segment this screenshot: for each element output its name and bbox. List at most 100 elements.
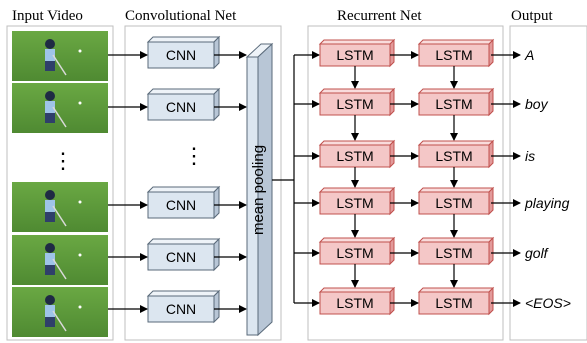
golf-ball: [78, 200, 82, 204]
lstm-side-face: [389, 286, 395, 316]
lstm-top-face: [417, 140, 495, 146]
cnn-side-face: [213, 185, 220, 220]
output-word: is: [525, 148, 535, 164]
lstm-cell: LSTM: [417, 186, 495, 216]
lstm-cell: LSTM: [417, 236, 495, 266]
grass-background: [12, 287, 108, 337]
cnn-front-face: [147, 243, 215, 271]
lstm-top-face: [318, 187, 396, 193]
mean-pooling-label: mean pooling: [250, 145, 267, 235]
grass-background: [12, 235, 108, 285]
child-pants: [45, 317, 55, 327]
cnn-label: CNN: [166, 47, 196, 63]
child-head: [45, 190, 55, 200]
lstm-cell: LSTM: [318, 87, 396, 117]
child-shirt: [45, 253, 55, 265]
child-head: [45, 243, 55, 253]
child-shirt: [45, 305, 55, 317]
lstm-cell: LSTM: [318, 236, 396, 266]
cnn-front-face: [147, 93, 215, 121]
cnn-label: CNN: [166, 197, 196, 213]
lstm-label: LSTM: [435, 148, 472, 164]
lstm-side-face: [488, 236, 494, 266]
child-shirt: [45, 200, 55, 212]
lstm-side-face: [389, 186, 395, 216]
grass-background: [12, 182, 108, 232]
output-word: golf: [525, 245, 550, 261]
golf-club: [52, 258, 67, 280]
lstm-side-face: [488, 286, 494, 316]
child-pants: [45, 113, 55, 123]
output-word: <EOS>: [525, 295, 571, 311]
lstm-top-face: [318, 140, 396, 146]
lstm-cell: LSTM: [417, 87, 495, 117]
header-input-video: Input Video: [12, 8, 83, 24]
lstm-label: LSTM: [336, 295, 373, 311]
lstm-cell: LSTM: [318, 186, 396, 216]
output-word: playing: [524, 195, 570, 211]
output-panel: [509, 25, 587, 341]
lstm-side-face: [389, 38, 395, 68]
cnn-top-face: [146, 290, 221, 297]
lstm-side-face: [389, 236, 395, 266]
lstm-cell: LSTM: [417, 139, 495, 169]
lstm-label: LSTM: [435, 245, 472, 261]
lstm-side-face: [488, 87, 494, 117]
cnn-column: CNN CNN CNN CNN CNN: [108, 35, 247, 324]
cnn-label: CNN: [166, 99, 196, 115]
lstm-top-face: [318, 237, 396, 243]
frames-ellipsis: ⋮: [52, 148, 74, 173]
lstm-side-face: [488, 139, 494, 169]
lstm-label: LSTM: [336, 195, 373, 211]
golf-ball: [78, 101, 82, 105]
lstm-side-face: [389, 139, 395, 169]
cnn-front-face: [147, 41, 215, 69]
lstm-front-face: [418, 291, 490, 315]
child-head: [45, 39, 55, 49]
child-shirt: [45, 49, 55, 61]
video-frame: [12, 31, 108, 81]
video-frame: [12, 235, 108, 285]
header-recurrent-net: Recurrent Net: [337, 8, 422, 24]
lstm-grid: LSTM LSTM LSTM LSTM LSTM LSTM LSTM LSTM LSTM LSTM…: [318, 38, 521, 316]
lstm-side-face: [488, 38, 494, 68]
video-frames: [12, 31, 108, 337]
lstm-label: LSTM: [336, 245, 373, 261]
golf-ball: [78, 305, 82, 309]
golf-club: [52, 205, 67, 227]
lstm-top-face: [318, 287, 396, 293]
lstm-label: LSTM: [336, 148, 373, 164]
pool-front-face: [246, 56, 259, 336]
cnn-front-face: [147, 295, 215, 323]
lstm-label: LSTM: [435, 295, 472, 311]
header-output: Output: [511, 8, 554, 24]
child-pants: [45, 212, 55, 222]
cnn-ellipsis: ⋮: [183, 143, 205, 168]
video-frame: [12, 287, 108, 337]
cnn-box: CNN: [146, 289, 221, 324]
mean-pooling-block: mean pooling: [245, 42, 274, 337]
cnn-label: CNN: [166, 301, 196, 317]
lstm-label: LSTM: [435, 195, 472, 211]
cnn-box: CNN: [146, 185, 221, 220]
cnn-box: CNN: [146, 35, 221, 70]
lstm-cell: LSTM: [318, 38, 396, 68]
output-word: boy: [525, 96, 549, 112]
cnn-box: CNN: [146, 237, 221, 272]
lstm-top-face: [318, 39, 396, 45]
lstm-cell: LSTM: [318, 286, 396, 316]
lstm-top-face: [417, 187, 495, 193]
cnn-top-face: [146, 88, 221, 95]
child-shirt: [45, 101, 55, 113]
child-head: [45, 91, 55, 101]
lstm-cell: LSTM: [417, 286, 495, 316]
lstm-side-face: [389, 87, 395, 117]
grass-background: [12, 83, 108, 133]
video-frame: [12, 182, 108, 232]
lstm-label: LSTM: [435, 96, 472, 112]
cnn-side-face: [213, 87, 220, 122]
cnn-top-face: [146, 36, 221, 43]
golf-club: [52, 106, 67, 128]
